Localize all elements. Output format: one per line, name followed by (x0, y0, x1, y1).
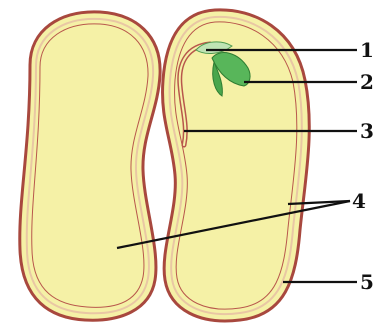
label-5: 5 (360, 270, 374, 294)
label-3: 3 (360, 119, 374, 143)
label-1: 1 (360, 38, 374, 62)
label-4: 4 (352, 189, 366, 213)
left-cotyledon (20, 12, 160, 320)
label-2: 2 (360, 70, 374, 94)
